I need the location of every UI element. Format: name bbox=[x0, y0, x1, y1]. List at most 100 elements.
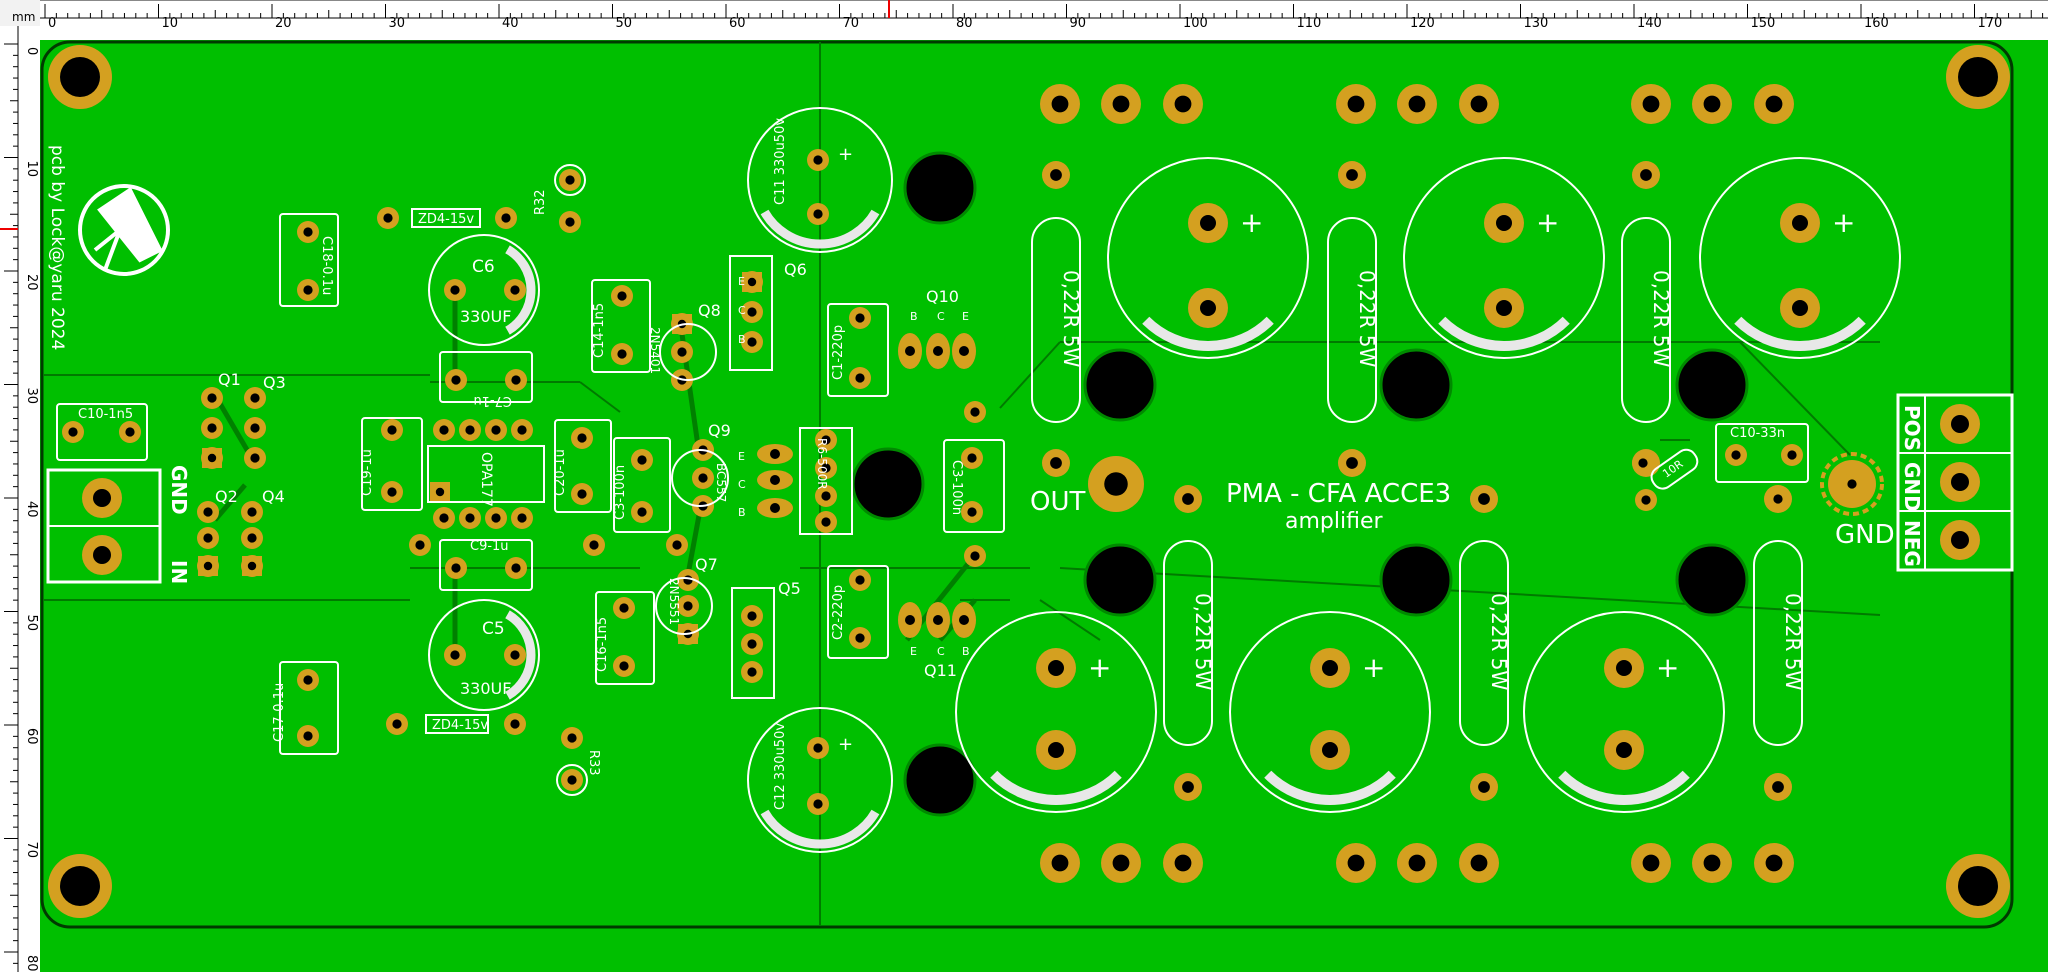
q9-pin-c: C bbox=[738, 478, 746, 491]
pad-hole bbox=[1112, 95, 1130, 113]
pad-hole bbox=[1792, 300, 1808, 316]
pad-hole bbox=[1470, 95, 1488, 113]
ruler-h-label: 170 bbox=[1978, 16, 2003, 31]
pad-hole bbox=[589, 540, 599, 550]
pad-hole bbox=[637, 455, 647, 465]
q9-part-label: BC557 bbox=[714, 463, 728, 502]
pad-hole bbox=[567, 733, 577, 743]
zd4-top-label: ZD4-15v bbox=[418, 212, 474, 227]
pad-hole bbox=[511, 375, 521, 385]
pad-hole bbox=[510, 285, 520, 295]
pad-hole bbox=[1347, 854, 1365, 872]
cap-band bbox=[505, 245, 536, 335]
c20-label: C20-1u bbox=[553, 449, 568, 496]
pad-hole bbox=[747, 337, 757, 347]
pad-hole bbox=[747, 277, 757, 287]
pad-hole bbox=[959, 346, 969, 356]
pad-hole bbox=[1638, 458, 1648, 468]
power-gnd-label: GND bbox=[1900, 462, 1924, 512]
c6-label: C6 bbox=[472, 257, 495, 277]
ruler-v-label: 50 bbox=[24, 615, 39, 632]
q9-pin-b: B bbox=[738, 506, 746, 519]
q1-label: Q1 bbox=[218, 370, 241, 389]
pad-hole bbox=[770, 475, 780, 485]
pad-hole bbox=[1347, 95, 1365, 113]
q9-pin-e: E bbox=[738, 450, 745, 463]
pad-hole bbox=[1616, 742, 1632, 758]
ruler-v-label: 30 bbox=[24, 388, 39, 405]
input-terminal[interactable] bbox=[46, 468, 162, 584]
power-resistor bbox=[1753, 540, 1803, 746]
q10-label: Q10 bbox=[926, 287, 959, 306]
power-resistor bbox=[1031, 217, 1081, 423]
pad-hole bbox=[517, 513, 527, 523]
power-resistor bbox=[1327, 217, 1377, 423]
pad-hole bbox=[821, 435, 831, 445]
power-pos-label: POS bbox=[1900, 405, 1924, 451]
output-cap-plus: + bbox=[1240, 206, 1263, 239]
q8-label: Q8 bbox=[698, 301, 721, 320]
pad-hole bbox=[450, 285, 460, 295]
power-resistor-label: 0,22R 5W bbox=[1059, 270, 1083, 368]
pad-hole bbox=[415, 540, 425, 550]
pad-hole bbox=[1640, 169, 1652, 181]
pad-hole bbox=[967, 453, 977, 463]
pad-hole bbox=[1642, 854, 1660, 872]
output-cap-plus: + bbox=[1656, 651, 1679, 684]
in-gnd-label: GND bbox=[167, 465, 191, 515]
pad-hole bbox=[747, 639, 757, 649]
pad-hole bbox=[203, 507, 213, 517]
ruler-h-label: 10 bbox=[162, 16, 179, 31]
pad-hole bbox=[435, 487, 445, 497]
c1-220p-label: C1-220p bbox=[831, 325, 846, 380]
c11-plus: + bbox=[838, 144, 853, 165]
fox-logo-icon bbox=[78, 184, 170, 276]
ruler-v-label: 10 bbox=[24, 161, 39, 178]
power-resistor-label: 0,22R 5W bbox=[1191, 593, 1215, 691]
cap-band bbox=[760, 209, 880, 249]
c3-100n-b-label: C3-100n bbox=[949, 460, 964, 515]
pad-hole bbox=[698, 473, 708, 483]
pad-hole bbox=[207, 423, 217, 433]
ruler-h-label: 50 bbox=[616, 16, 633, 31]
ruler-h-label: 100 bbox=[1183, 16, 1208, 31]
c14-label: C14-1n5 bbox=[592, 303, 607, 358]
pad-hole bbox=[247, 561, 257, 571]
ruler-h-label: 90 bbox=[1070, 16, 1087, 31]
pad-hole bbox=[387, 487, 397, 497]
pad-hole bbox=[967, 507, 977, 517]
power-resistor bbox=[1163, 540, 1213, 746]
ruler-h-label: 20 bbox=[275, 16, 292, 31]
output-cap-outline bbox=[1523, 611, 1725, 813]
pad-hole bbox=[1641, 495, 1651, 505]
q7-label: Q7 bbox=[695, 555, 718, 574]
in-label: IN bbox=[167, 560, 191, 584]
opa177-label: OPA177 bbox=[478, 452, 494, 507]
pad-hole bbox=[450, 650, 460, 660]
pad-hole bbox=[577, 489, 587, 499]
r6-label: R6-500R bbox=[815, 438, 829, 490]
power-resistor bbox=[1621, 217, 1671, 423]
pad-hole bbox=[567, 775, 577, 785]
ruler-unit: mm bbox=[12, 10, 36, 24]
pad-hole bbox=[250, 423, 260, 433]
pad-hole bbox=[813, 155, 823, 165]
q5-label: Q5 bbox=[778, 579, 801, 598]
q7-part-label: 2N5551 bbox=[667, 578, 681, 625]
output-cap-band bbox=[990, 770, 1122, 805]
q6-pin-c: C bbox=[738, 304, 746, 317]
c6-value: 330UF bbox=[460, 307, 511, 326]
power-terminal[interactable]: POS GND NEG bbox=[1896, 393, 2014, 572]
q6-pin-b: B bbox=[738, 333, 746, 346]
pad-hole bbox=[1200, 300, 1216, 316]
pad-hole bbox=[855, 575, 865, 585]
output-cap-band bbox=[1438, 316, 1570, 351]
ruler-v-label: 70 bbox=[24, 842, 39, 859]
pad-hole bbox=[1182, 493, 1194, 505]
pad-hole bbox=[959, 615, 969, 625]
pad-hole bbox=[203, 533, 213, 543]
ruler-h-label: 30 bbox=[389, 16, 406, 31]
power-resistor-label: 0,22R 5W bbox=[1781, 593, 1805, 691]
